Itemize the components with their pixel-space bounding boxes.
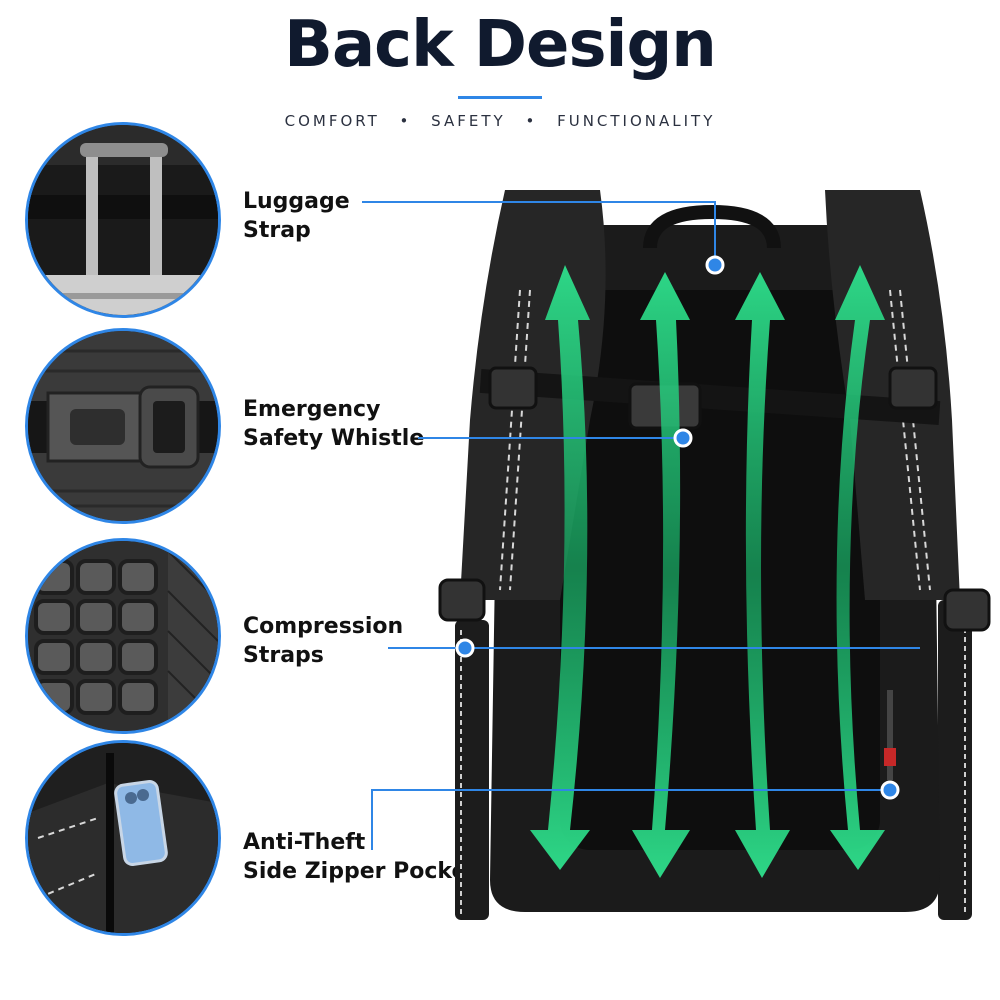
phone-pocket-icon bbox=[25, 740, 221, 936]
title-underline bbox=[458, 96, 542, 99]
feature-label-line: Straps bbox=[243, 643, 324, 668]
feature-label-safety-whistle: Emergency Safety Whistle bbox=[243, 395, 424, 453]
buckle-whistle-icon bbox=[25, 328, 221, 524]
chest-strap bbox=[479, 368, 941, 426]
callout-lines bbox=[362, 201, 920, 850]
airflow-arrows bbox=[530, 265, 885, 878]
subtitle-comfort: COMFORT bbox=[284, 112, 380, 130]
subtitle-separator: • bbox=[399, 112, 412, 130]
callout-line-pocket bbox=[371, 789, 890, 850]
subtitle-safety: SAFETY bbox=[431, 112, 506, 130]
feature-label-line: Safety Whistle bbox=[243, 426, 425, 451]
page-title: Back Design bbox=[284, 8, 717, 82]
callout-dot-pocket bbox=[880, 780, 900, 800]
subtitle: COMFORT • SAFETY • FUNCTIONALITY bbox=[0, 112, 1000, 130]
padded-back-panel-icon bbox=[25, 538, 221, 734]
callout-dot-compression bbox=[455, 638, 475, 658]
callout-dot-whistle bbox=[673, 428, 693, 448]
feature-label-compression-straps: Compression Straps bbox=[243, 612, 403, 670]
left-strap-bottom bbox=[455, 620, 489, 920]
feature-label-line: Luggage bbox=[243, 189, 350, 214]
feature-label-line: Strap bbox=[243, 218, 311, 243]
subtitle-separator: • bbox=[525, 112, 538, 130]
callout-line-luggage bbox=[362, 201, 716, 262]
right-strap-bottom bbox=[938, 600, 972, 920]
back-panel bbox=[560, 290, 880, 850]
feature-label-side-pocket: Anti-Theft Side Zipper Pocket bbox=[243, 828, 477, 886]
top-handle bbox=[643, 204, 781, 249]
feature-label-line: Compression bbox=[243, 614, 404, 639]
callout-dot-luggage bbox=[705, 255, 725, 275]
feature-label-line: Anti-Theft bbox=[243, 830, 366, 855]
luggage-trolley-icon bbox=[25, 122, 221, 318]
feature-label-line: Side Zipper Pocket bbox=[243, 859, 477, 884]
feature-label-line: Emergency bbox=[243, 397, 381, 422]
feature-label-luggage-strap: Luggage Strap bbox=[243, 187, 350, 245]
subtitle-functionality: FUNCTIONALITY bbox=[557, 112, 716, 130]
